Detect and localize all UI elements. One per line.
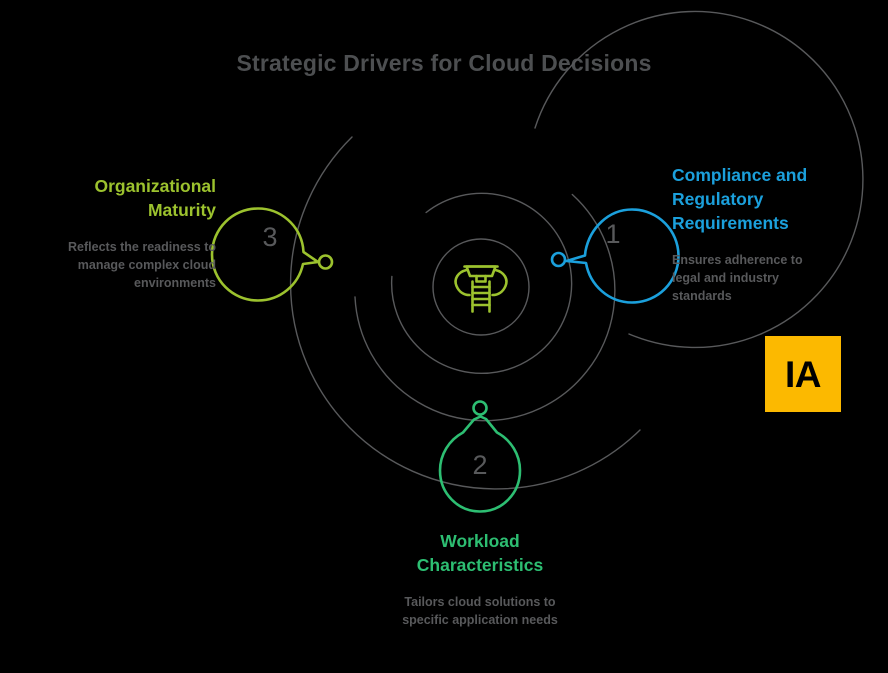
label-block-maturity[interactable]: Organizational Maturity Reflects the rea… <box>54 174 216 292</box>
label-block-compliance[interactable]: Compliance and Regulatory Requirements E… <box>672 163 832 305</box>
connector-dot-1 <box>550 251 567 268</box>
bubble-3-shape <box>210 207 320 302</box>
bubble-1-shape <box>565 208 680 304</box>
label-desc-workload: Tailors cloud solutions to specific appl… <box>402 595 558 627</box>
orbit-arc-4 <box>534 10 864 349</box>
ia-logo: IA <box>765 336 841 412</box>
label-heading-workload: Workload Characteristics <box>416 531 544 575</box>
node-1-compliance[interactable] <box>550 208 680 304</box>
label-heading-maturity: Organizational Maturity <box>94 176 216 220</box>
bubble-number-3: 3 <box>262 222 278 252</box>
orbit-arc-3 <box>354 193 616 422</box>
connector-dot-2 <box>472 400 488 416</box>
label-desc-compliance: Ensures adherence to legal and industry … <box>672 253 803 303</box>
orbit-ring-inner <box>432 238 530 336</box>
bubble-2-shape <box>438 415 522 513</box>
bubble-number-1: 1 <box>605 219 621 249</box>
orbit-arc-5 <box>289 136 641 490</box>
node-3-maturity[interactable] <box>210 207 334 302</box>
node-2-workload[interactable] <box>438 400 522 513</box>
label-desc-maturity: Reflects the readiness to manage complex… <box>68 240 216 290</box>
label-heading-compliance: Compliance and Regulatory Requirements <box>672 165 808 233</box>
bubble-number-2: 2 <box>472 450 488 480</box>
orbit-arc-2 <box>390 192 573 375</box>
label-block-workload[interactable]: Workload Characteristics Tailors cloud s… <box>380 529 580 629</box>
ladder-trophy-icon <box>454 265 508 313</box>
connector-dot-3 <box>317 254 334 270</box>
ia-logo-text: IA <box>785 353 822 395</box>
